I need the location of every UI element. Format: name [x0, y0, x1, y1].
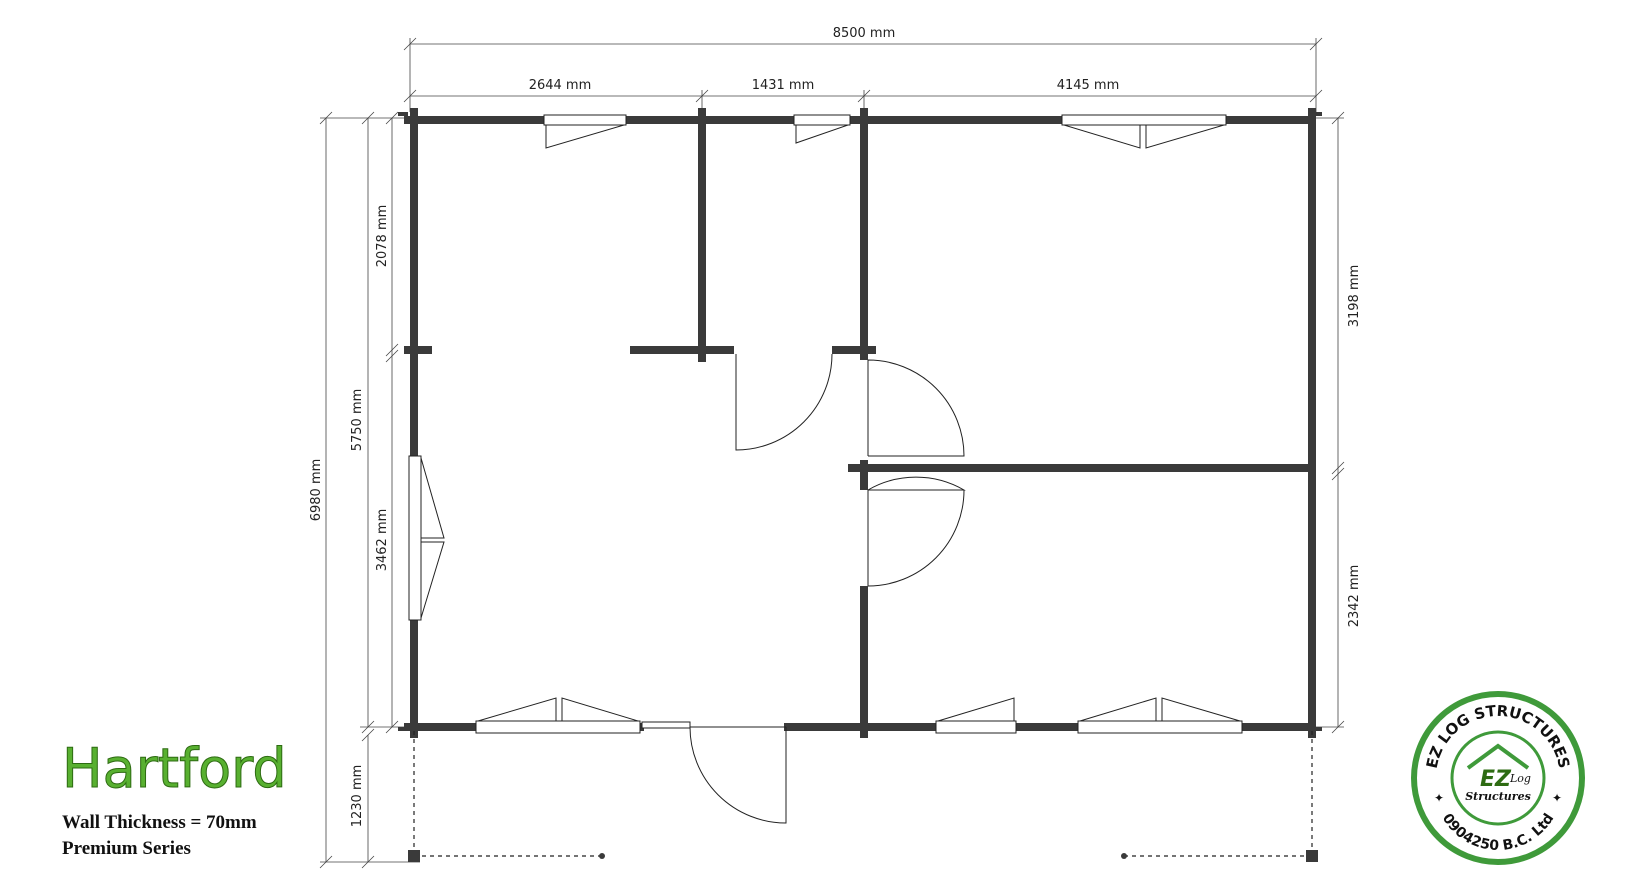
dim-top-middle: 1431 mm — [752, 78, 815, 93]
dim-right-upper: 3198 mm — [1347, 265, 1362, 328]
house-icon — [1466, 743, 1530, 770]
windows — [408, 114, 1243, 734]
porch — [408, 731, 1318, 862]
dimension-lines — [319, 37, 1345, 869]
maple-leaf-icon: ✦ — [1434, 791, 1444, 805]
dim-overall-width: 8500 mm — [833, 26, 896, 41]
dim-overall-depth: 6980 mm — [309, 459, 324, 522]
dim-porch: 1230 mm — [350, 765, 365, 828]
logo-center-main: EZ — [1480, 767, 1512, 792]
dim-top-left: 2644 mm — [529, 78, 592, 93]
dim-left-upper: 2078 mm — [375, 205, 390, 268]
dim-interior-depth: 5750 mm — [350, 389, 365, 452]
dim-top-right: 4145 mm — [1057, 78, 1120, 93]
wall-thickness-label: Wall Thickness = 70mm — [62, 812, 257, 833]
logo-center-small: Log — [1509, 772, 1531, 785]
logo-center-sub: Structures — [1465, 790, 1531, 803]
walls — [398, 108, 1322, 738]
series-label: Premium Series — [62, 838, 191, 859]
dim-left-lower: 3462 mm — [375, 509, 390, 572]
company-logo: EZ LOG STRUCTURES 0904250 B.C. Ltd EZ Lo… — [1411, 691, 1585, 865]
doors — [689, 353, 966, 824]
maple-leaf-icon: ✦ — [1552, 791, 1562, 805]
dim-right-lower: 2342 mm — [1347, 565, 1362, 628]
plan-title: Hartford — [62, 737, 288, 800]
